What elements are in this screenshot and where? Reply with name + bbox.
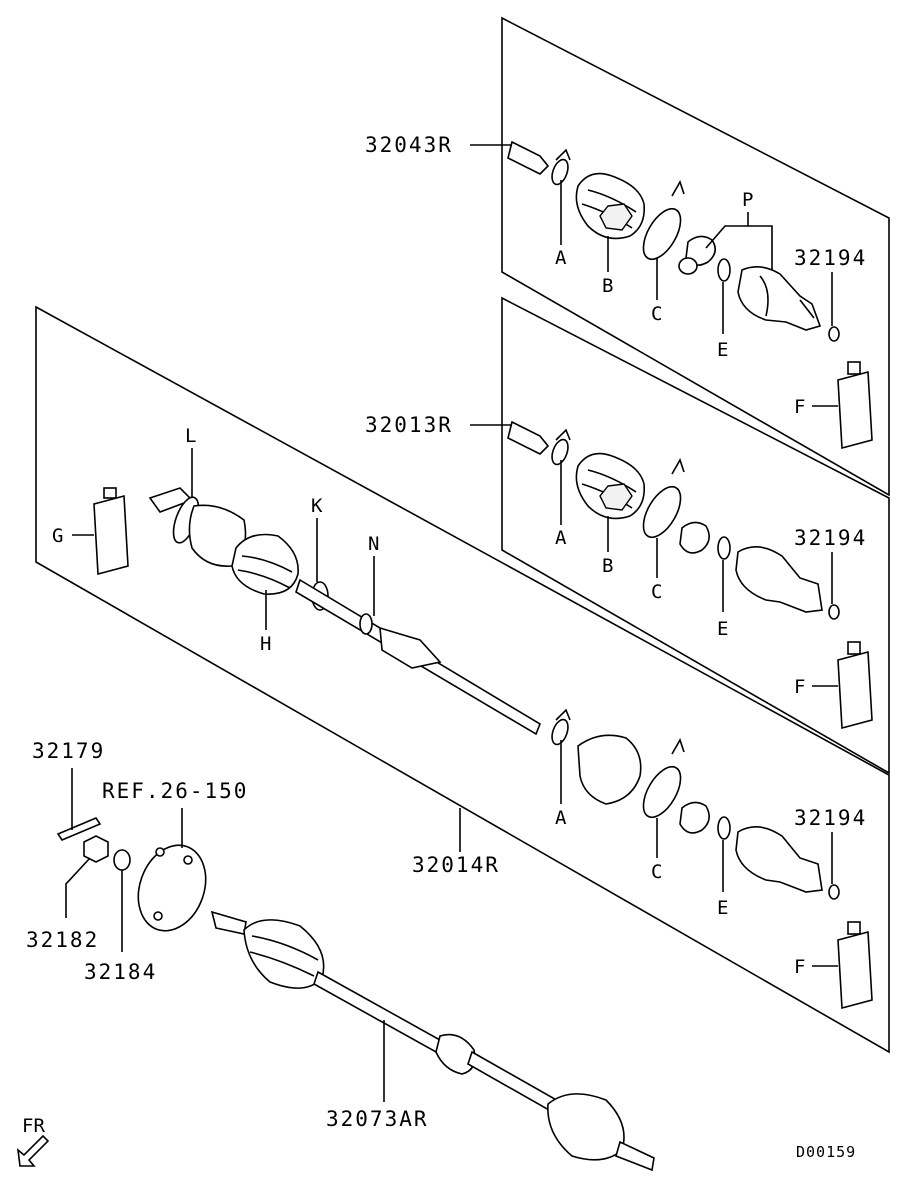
label-32013R: 32013R — [365, 413, 453, 437]
leader-lines — [65, 144, 838, 1102]
label-32184: 32184 — [84, 960, 157, 984]
letter-B-panel1: B — [602, 275, 613, 297]
label-32182: 32182 — [26, 928, 99, 952]
panel-1-parts — [507, 140, 873, 450]
letter-F-panel3: F — [794, 956, 805, 978]
label-32194-middle: 32194 — [794, 526, 867, 550]
letter-K: K — [311, 495, 323, 517]
letter-A-panel2: A — [555, 527, 567, 549]
panel-3-parts — [93, 487, 873, 1010]
letter-G: G — [52, 525, 63, 547]
letter-H: H — [260, 633, 271, 655]
panel-32014R — [35, 305, 890, 1054]
letter-L: L — [185, 425, 196, 447]
label-32194-top: 32194 — [794, 246, 867, 270]
front-direction-arrow-icon — [16, 1134, 50, 1167]
letter-C-panel2: C — [651, 581, 662, 603]
letter-P: P — [742, 189, 753, 211]
label-32073AR: 32073AR — [326, 1107, 429, 1131]
letter-C-panel1: C — [651, 303, 662, 325]
letter-E-panel2: E — [717, 618, 728, 640]
letter-A-panel1: A — [555, 247, 567, 269]
diagram-code: D00159 — [796, 1143, 856, 1161]
panel-32043R — [501, 16, 890, 497]
label-32014R: 32014R — [412, 853, 500, 877]
label-32043R: 32043R — [365, 133, 453, 157]
letter-N: N — [368, 533, 379, 555]
label-32179: 32179 — [32, 739, 105, 763]
letter-E-panel1: E — [717, 339, 728, 361]
label-ref-26-150: REF.26-150 — [102, 779, 248, 803]
label-32194-bottom: 32194 — [794, 806, 867, 830]
panel-2-parts — [507, 420, 873, 730]
letter-A-panel3: A — [555, 807, 567, 829]
lower-assembly — [56, 817, 655, 1172]
letter-F-panel2: F — [794, 676, 805, 698]
letter-B-panel2: B — [602, 555, 613, 577]
letter-C-panel3: C — [651, 861, 662, 883]
letter-E-panel3: E — [717, 897, 728, 919]
orientation-label: FR — [22, 1115, 45, 1137]
letter-F-panel1: F — [794, 396, 805, 418]
panel-32013R — [501, 296, 890, 775]
